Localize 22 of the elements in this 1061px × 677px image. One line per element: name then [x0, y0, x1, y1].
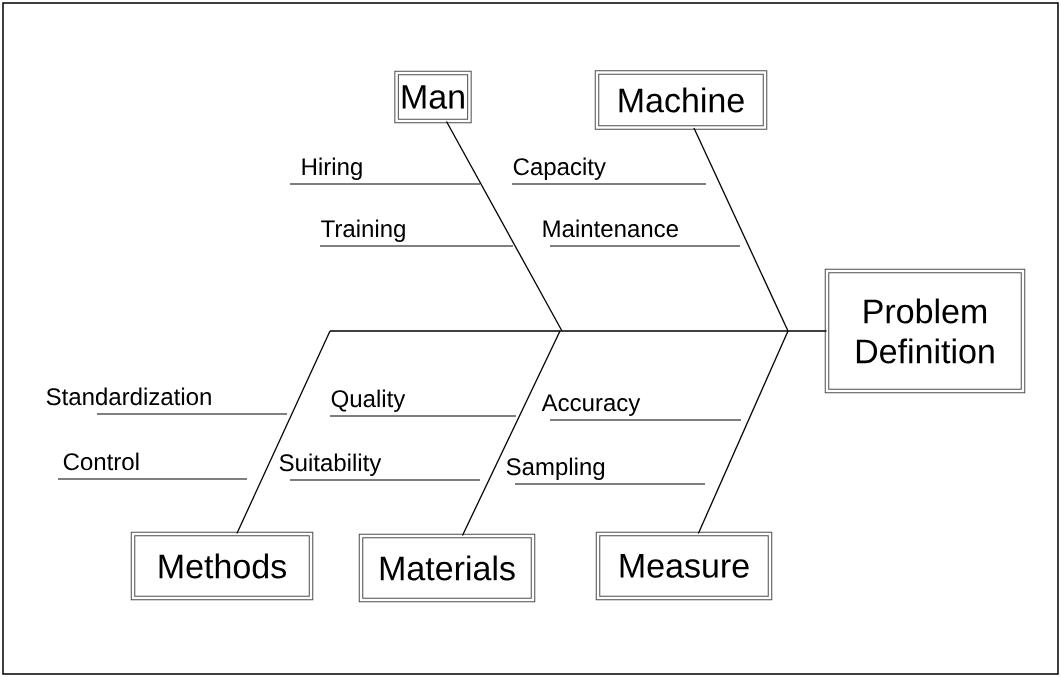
category-box: Measure — [595, 531, 773, 601]
cause-branch: Capacity — [511, 157, 707, 185]
category-box: Man — [394, 70, 472, 124]
cause-branch: Hiring — [289, 157, 481, 185]
cause-branch: Quality — [329, 389, 517, 417]
category-box: Methods — [130, 531, 314, 601]
cause-branch: Standardization — [46, 387, 288, 415]
spine-line — [329, 330, 828, 332]
cause-branch: Suitability — [279, 453, 481, 481]
problem-box: Problem Definition — [824, 268, 1026, 394]
bone-line — [445, 120, 563, 332]
cause-branch: Control — [57, 452, 248, 480]
bone-line — [693, 127, 789, 332]
bone-line — [697, 330, 789, 535]
cause-branch: Maintenance — [543, 219, 741, 247]
bone-line — [461, 330, 561, 537]
cause-branch: Sampling — [506, 457, 706, 485]
category-box: Machine — [594, 70, 768, 130]
cause-branch: Training — [319, 219, 514, 247]
cause-branch: Accuracy — [541, 394, 742, 421]
category-box: Materials — [358, 533, 536, 603]
bone-line — [236, 330, 331, 535]
